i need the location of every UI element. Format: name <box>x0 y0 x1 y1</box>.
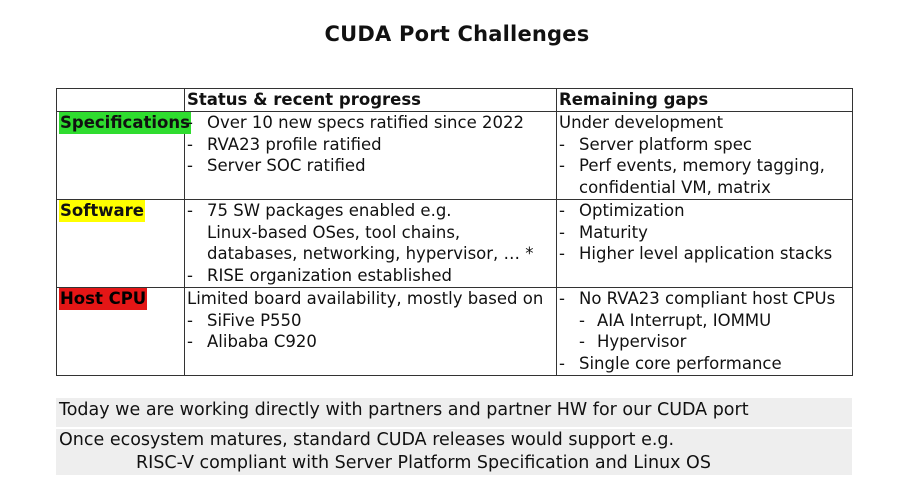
header-gaps: Remaining gaps <box>556 88 853 112</box>
gaps-intro: Under development <box>559 113 724 132</box>
row-label-specifications: Specifications <box>59 112 191 134</box>
row-label-cell: Host CPU <box>56 287 185 376</box>
row-label-software: Software <box>59 200 145 222</box>
gap-item: -Optimization <box>559 201 685 220</box>
row-label-cell: Software <box>56 199 185 288</box>
table-row: Software -75 SW packages enabled e.g. Li… <box>56 199 853 288</box>
status-cell: -75 SW packages enabled e.g. Linux-based… <box>184 199 557 288</box>
row-label-cell: Specifications <box>56 111 191 200</box>
gap-item: -Higher level application stacks <box>559 244 833 263</box>
row-label-host-cpu: Host CPU <box>59 288 148 310</box>
header-empty <box>56 88 185 112</box>
gap-subitem: -Hypervisor <box>579 332 687 351</box>
table-header-row: Status & recent progress Remaining gaps <box>56 88 853 112</box>
note-line: Once ecosystem matures, standard CUDA re… <box>59 430 675 450</box>
status-item: -RVA23 profile ratified <box>187 134 382 154</box>
note-line-indented: RISC-V compliant with Server Platform Sp… <box>136 453 711 473</box>
status-intro: Limited board availability, mostly based… <box>187 289 544 308</box>
gap-item: -Server platform spec <box>559 134 753 154</box>
status-item: -Over 10 new specs ratified since 2022 <box>187 113 524 132</box>
status-item: -RISE organization established <box>187 265 452 285</box>
gap-item: -No RVA23 compliant host CPUs <box>559 289 836 308</box>
status-item: -Server SOC ratified <box>187 156 366 175</box>
status-item: -SiFive P550 <box>187 310 302 330</box>
note-box-current: Today we are working directly with partn… <box>56 398 852 427</box>
gap-subitem: -AIA Interrupt, IOMMU <box>579 310 772 330</box>
gap-item: -Perf events, memory tagging, <box>559 156 825 175</box>
note-box-future: Once ecosystem matures, standard CUDA re… <box>56 429 852 475</box>
gap-item: -Maturity <box>559 222 648 242</box>
status-item-continuation: Linux-based OSes, tool chains, <box>207 222 461 242</box>
gaps-cell: Under development -Server platform spec … <box>556 111 853 200</box>
header-status: Status & recent progress <box>184 88 557 112</box>
challenges-table: Status & recent progress Remaining gaps … <box>56 88 853 376</box>
table-row: Specifications -Over 10 new specs ratifi… <box>56 111 853 200</box>
gap-item-continuation: confidential VM, matrix <box>579 177 771 197</box>
status-item: -Alibaba C920 <box>187 332 317 351</box>
status-item-continuation: databases, networking, hypervisor, … * <box>207 244 534 263</box>
note-line: Today we are working directly with partn… <box>59 400 749 420</box>
gap-item: -Single core performance <box>559 353 782 373</box>
slide-title: CUDA Port Challenges <box>324 22 590 46</box>
gaps-cell: -No RVA23 compliant host CPUs -AIA Inter… <box>556 287 853 376</box>
gaps-cell: -Optimization -Maturity -Higher level ap… <box>556 199 853 288</box>
table-row: Host CPU Limited board availability, mos… <box>56 287 853 376</box>
status-cell: Limited board availability, mostly based… <box>184 287 557 376</box>
status-cell: -Over 10 new specs ratified since 2022 -… <box>184 111 557 200</box>
status-item: -75 SW packages enabled e.g. <box>187 201 452 220</box>
